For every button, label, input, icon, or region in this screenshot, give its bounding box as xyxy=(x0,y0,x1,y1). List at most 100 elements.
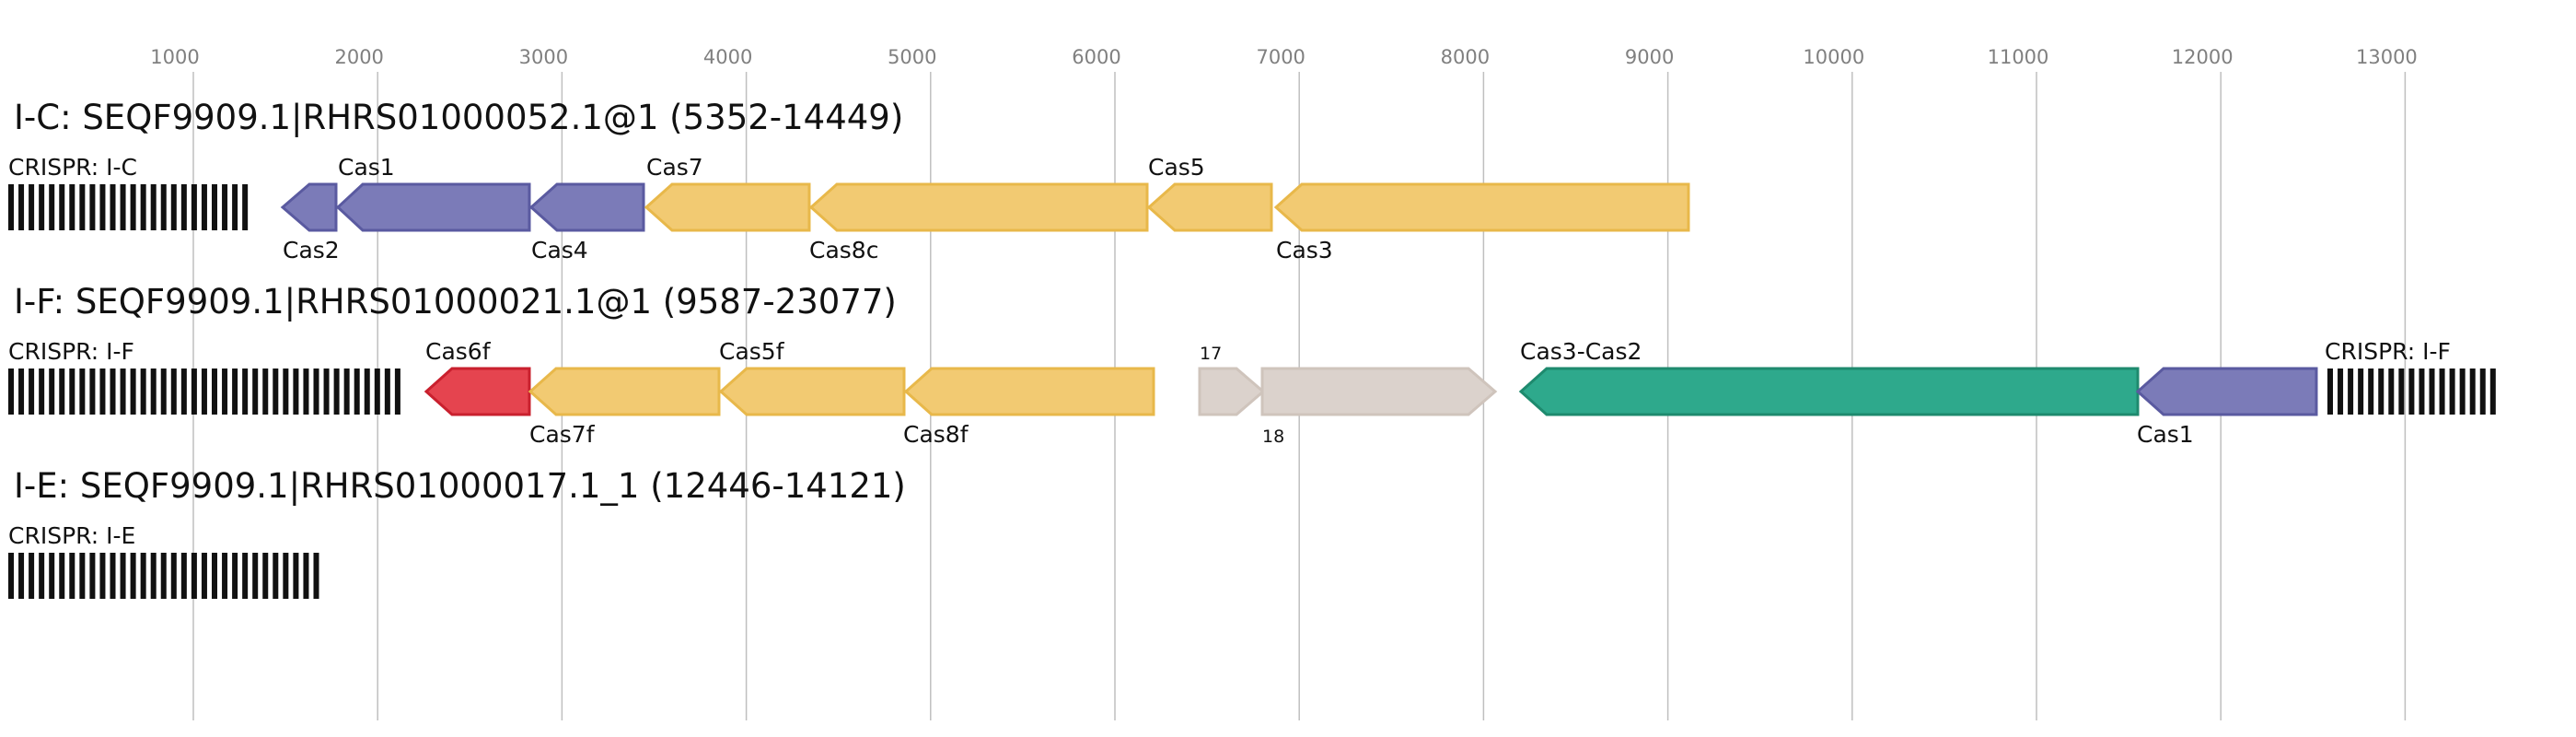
gene-arrow xyxy=(528,367,721,416)
crispr-label: CRISPR: I-F xyxy=(8,338,134,365)
gene-arrow xyxy=(335,182,531,232)
crispr-repeat xyxy=(59,553,65,599)
crispr-repeat xyxy=(160,553,167,599)
gene-label: 17 xyxy=(1200,344,1222,364)
gene-label: Cas1 xyxy=(2137,421,2194,448)
crispr-repeat xyxy=(160,184,167,230)
gene-cas1: Cas1 xyxy=(335,154,531,232)
crispr-repeat xyxy=(2348,368,2354,415)
crispr-repeat xyxy=(180,184,187,230)
crispr-repeat xyxy=(89,368,96,415)
crispr-repeat xyxy=(29,553,35,599)
axis-tick-label: 12000 xyxy=(2172,46,2234,68)
gene-arrow xyxy=(528,182,645,232)
crispr-repeat xyxy=(69,184,75,230)
crispr-array xyxy=(8,553,319,599)
crispr-repeat xyxy=(170,184,177,230)
crispr-repeat xyxy=(394,368,400,415)
gene-cas6f: Cas6f xyxy=(424,338,531,416)
crispr-repeat xyxy=(69,553,75,599)
crispr-repeat xyxy=(79,553,86,599)
crispr-repeat xyxy=(2489,368,2496,415)
crispr-repeat xyxy=(212,184,217,230)
gene-arrow xyxy=(1260,367,1498,416)
axis-tick-label: 13000 xyxy=(2356,46,2418,68)
crispr-repeat xyxy=(384,368,390,415)
crispr-repeat xyxy=(110,368,116,415)
gene-cas7f: Cas7f xyxy=(528,367,721,448)
crispr-repeat xyxy=(283,368,289,415)
crispr-repeat xyxy=(120,553,126,599)
crispr-repeat xyxy=(242,553,249,599)
crispr-repeat xyxy=(2338,368,2344,415)
crispr-repeat xyxy=(212,553,217,599)
gene-arrow xyxy=(424,367,531,416)
axis-tick-label: 7000 xyxy=(1256,46,1305,68)
crispr-repeat xyxy=(2439,368,2445,415)
crispr-repeat xyxy=(18,184,25,230)
crispr-repeat xyxy=(242,184,249,230)
crispr-repeat xyxy=(29,184,35,230)
gene-label: Cas8f xyxy=(903,421,969,448)
gene-18: 18 xyxy=(1260,367,1498,447)
crispr-repeat xyxy=(150,184,157,230)
crispr-repeat xyxy=(232,184,238,230)
axis-tick-label: 9000 xyxy=(1625,46,1674,68)
crispr-repeat xyxy=(2479,368,2486,415)
crispr-repeat xyxy=(39,184,45,230)
crispr-repeat xyxy=(99,553,106,599)
gene-label: Cas5f xyxy=(719,338,785,365)
crispr-repeat xyxy=(79,368,86,415)
crispr-repeat xyxy=(150,553,157,599)
axis-tick-label: 10000 xyxy=(1803,46,1864,68)
gene-arrow xyxy=(808,182,1149,232)
crispr-repeat xyxy=(2378,368,2385,415)
crispr-repeat xyxy=(180,368,187,415)
crispr-repeat xyxy=(160,368,167,415)
crispr-repeat xyxy=(222,184,228,230)
crispr-repeat xyxy=(313,368,319,415)
crispr-repeat xyxy=(232,368,238,415)
crispr-repeat xyxy=(89,184,96,230)
crispr-repeat xyxy=(49,368,55,415)
crispr-repeat xyxy=(140,553,146,599)
crispr-repeat xyxy=(69,368,75,415)
crispr-repeat xyxy=(180,553,187,599)
crispr-repeat xyxy=(79,184,86,230)
crispr-repeat xyxy=(140,368,146,415)
crispr-repeat xyxy=(201,184,207,230)
crispr-repeat xyxy=(150,368,157,415)
crispr-repeat xyxy=(273,368,279,415)
crispr-repeat xyxy=(354,368,360,415)
crispr-repeat xyxy=(201,553,207,599)
crispr-repeat xyxy=(293,368,299,415)
gene-cas5f: Cas5f xyxy=(718,338,906,416)
crispr-label: CRISPR: I-F xyxy=(2325,338,2451,365)
crispr-repeat xyxy=(89,553,96,599)
crispr-repeat xyxy=(364,368,370,415)
crispr-repeat xyxy=(333,368,340,415)
crispr-repeat xyxy=(170,368,177,415)
crispr-repeat xyxy=(2408,368,2415,415)
crispr-repeat xyxy=(170,553,177,599)
crispr-repeat xyxy=(18,553,25,599)
crispr-array xyxy=(2327,368,2496,415)
crispr-repeat xyxy=(2469,368,2476,415)
axis-tick-label: 5000 xyxy=(888,46,936,68)
gene-17: 17 xyxy=(1198,344,1266,416)
track-i-c: I-C: SEQF9909.1|RHRS01000052.1@1 (5352-1… xyxy=(8,98,1690,263)
gene-arrow xyxy=(1273,182,1690,232)
gene-cas8c: Cas8c xyxy=(808,182,1149,263)
gene-arrow xyxy=(718,367,906,416)
crispr-repeat xyxy=(293,553,299,599)
track-title: I-E: SEQF9909.1|RHRS01000017.1_1 (12446-… xyxy=(14,466,906,506)
gene-label: Cas6f xyxy=(425,338,492,365)
gene-cas7: Cas7 xyxy=(644,154,811,232)
gene-cas5: Cas5 xyxy=(1146,154,1273,232)
gene-arrow xyxy=(1198,367,1266,416)
gene-cas1: Cas1 xyxy=(2135,367,2318,448)
crispr-repeat xyxy=(39,368,45,415)
track-i-e: I-E: SEQF9909.1|RHRS01000017.1_1 (12446-… xyxy=(8,466,906,599)
crispr-array xyxy=(8,184,249,230)
crispr-repeat xyxy=(130,368,136,415)
